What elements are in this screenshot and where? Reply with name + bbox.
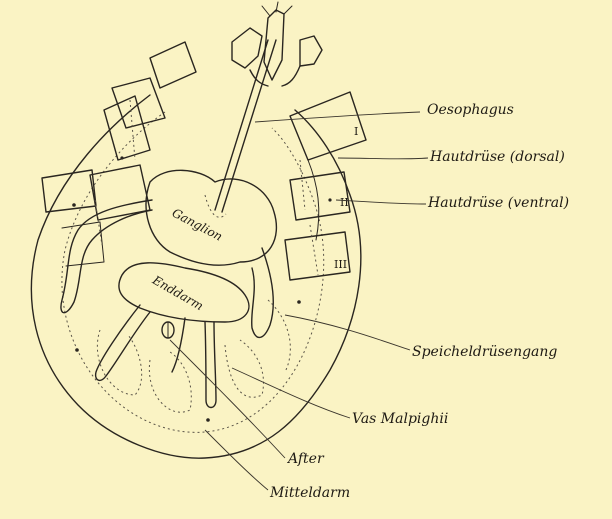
inner-cavity-outline (62, 112, 324, 432)
mitteldarm-lobes (97, 300, 290, 412)
label-speicheldruesengang: Speicheldrüsengang (412, 345, 557, 359)
segment-numeral-1: I (354, 125, 358, 138)
legs-left (42, 42, 196, 266)
mouthparts (232, 2, 322, 86)
label-after: After (288, 452, 324, 466)
ganglion-label: Ganglion (170, 206, 225, 244)
after-anus (162, 322, 174, 338)
ganglion (146, 170, 276, 265)
label-mitteldarm: Mitteldarm (270, 486, 350, 500)
label-oesophagus: Oesophagus (427, 103, 514, 117)
label-hautdruese-dorsal: Hautdrüse (dorsal) (430, 150, 565, 164)
segment-dotted-lines (95, 100, 318, 275)
legs-right: I II III (285, 92, 366, 280)
label-vasa-malpighii: Vas Malpighii (352, 412, 448, 426)
segment-numeral-3: III (334, 258, 347, 271)
segment-numeral-2: II (340, 196, 349, 209)
label-hautdruese-ventral: Hautdrüse (ventral) (428, 196, 569, 210)
enddarm-label: Enddarm (149, 272, 205, 313)
